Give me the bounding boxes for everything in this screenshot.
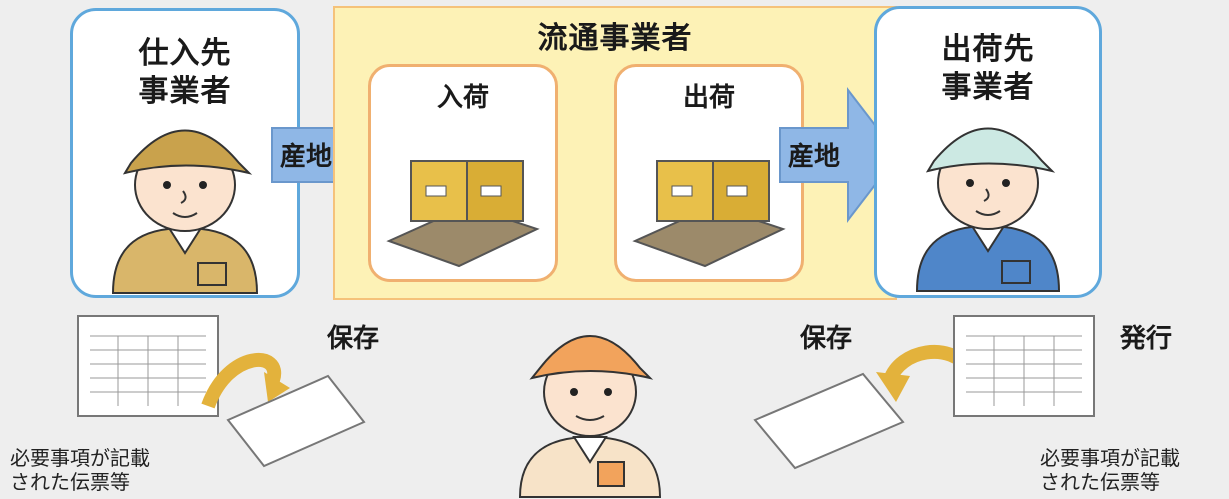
right-note: 必要事項が記載 された伝票等 [1040, 446, 1180, 494]
outbound-label: 出荷 [682, 83, 735, 113]
outbound-box: 出荷 [614, 64, 804, 282]
right-arrow [779, 87, 900, 223]
left-note-line2: された伝票等 [10, 470, 130, 494]
left-note: 必要事項が記載 された伝票等 [10, 446, 150, 494]
issue-label: 発行 [1120, 324, 1173, 354]
supplier-title-line1: 仕入先 [138, 36, 232, 71]
left-store-label: 保存 [327, 324, 380, 354]
right-document-stack [876, 315, 1095, 417]
right-stored-document [753, 372, 905, 470]
inbound-cargo [386, 160, 540, 268]
supplier-title-line2: 事業者 [138, 74, 232, 109]
inbound-label: 入荷 [436, 83, 489, 113]
right-note-line2: された伝票等 [1040, 470, 1160, 494]
supplier-title: 仕入先 事業者 [73, 35, 297, 111]
left-stored-document [226, 374, 366, 468]
shipper-worker-illustration [915, 127, 1061, 292]
left-document-stack [77, 315, 290, 417]
right-arrow-label: 産地 [788, 142, 841, 172]
shipper-title-line1: 出荷先 [941, 32, 1035, 67]
outbound-cargo [632, 160, 786, 268]
right-note-line1: 必要事項が記載 [1040, 446, 1180, 470]
left-arrow-label: 産地 [280, 142, 333, 172]
inbound-box: 入荷 [368, 64, 558, 282]
distributor-title: 流通事業者 [537, 21, 693, 56]
supplier-panel: 仕入先 事業者 [70, 8, 300, 298]
right-store-label: 保存 [800, 324, 853, 354]
center-worker-illustration [518, 335, 662, 498]
shipper-panel: 出荷先 事業者 [874, 6, 1102, 298]
supplier-worker-illustration [111, 129, 259, 294]
shipper-title: 出荷先 事業者 [877, 31, 1099, 107]
left-note-line1: 必要事項が記載 [10, 446, 150, 470]
shipper-title-line2: 事業者 [941, 70, 1035, 105]
